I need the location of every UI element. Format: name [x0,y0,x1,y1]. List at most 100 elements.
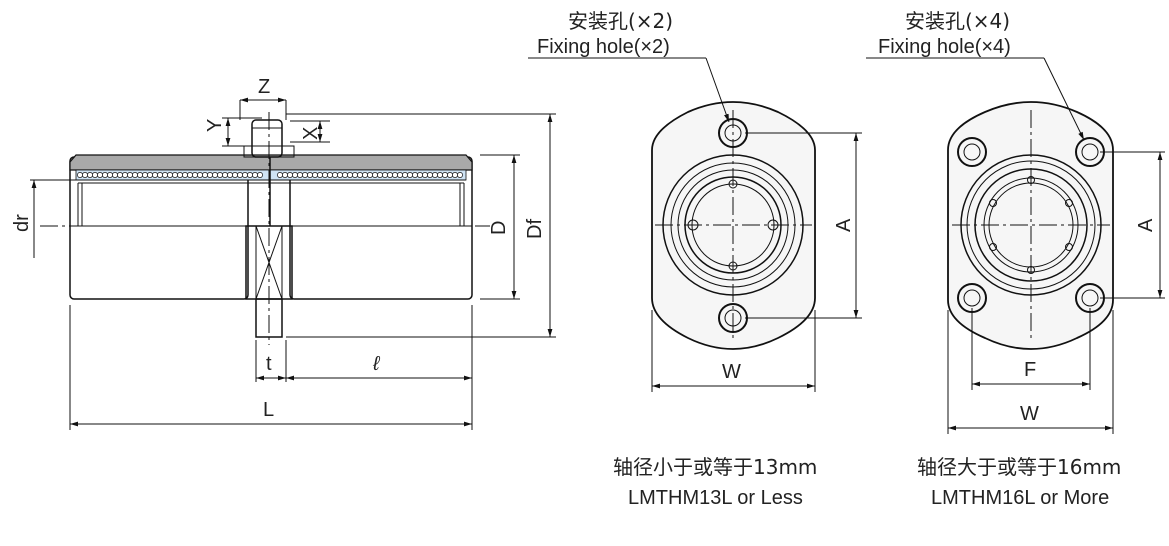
bearing-ball [217,172,223,178]
dim-label-x: X [300,127,322,140]
bearing-ball [332,172,338,178]
bearing-ball [82,172,88,178]
dim-label-L: L [263,399,274,421]
bearing-ball [357,172,363,178]
bearing-ball [452,172,458,178]
bearing-ball [112,172,118,178]
bearing-ball [327,172,333,178]
bearing-ball [147,172,153,178]
caption-cn-large: 轴径大于或等于16mm [917,455,1121,479]
bearing-ball [127,172,133,178]
bearing-ball [337,172,343,178]
grease-nipple [251,119,283,158]
dim-label-a-large: A [1135,218,1157,232]
bearing-ball [402,172,408,178]
side-view: Z Y X dr D Df t ℓ L [11,76,556,430]
bearing-ball [92,172,98,178]
bearing-ball [277,172,283,178]
bearing-ball [442,172,448,178]
bearing-ball [212,172,218,178]
bearing-ball [407,172,413,178]
bearing-ball [227,172,233,178]
bearing-ball [247,172,253,178]
bearing-ball [352,172,358,178]
bearing-ball [372,172,378,178]
dim-label-df: Df [524,219,546,239]
bearing-ball [257,172,263,178]
flange-outline-small [651,101,816,350]
bearing-ball [117,172,123,178]
flange-outline-large [947,101,1114,350]
bearing-ball [222,172,228,178]
bearing-ball [432,172,438,178]
bearing-ball [77,172,83,178]
bearing-ball [382,172,388,178]
bearing-ball [202,172,208,178]
front-view-two-hole: 安装孔(×2) Fixing hole(×2) A W 轴径小于或等于13mm … [528,9,862,509]
caption-cn-small: 轴径小于或等于13mm [613,455,817,479]
dim-label-d: D [488,221,510,235]
ball-row [77,172,463,178]
caption-en-large: LMTHM16L or More [931,487,1109,509]
dim-label-y: Y [204,119,226,132]
bearing-ball [417,172,423,178]
bearing-ball [422,172,428,178]
bearing-ball [242,172,248,178]
dim-label-t: t [266,353,272,375]
bearing-ball [157,172,163,178]
bearing-ball [307,172,313,178]
bearing-ball [137,172,143,178]
bearing-ball [102,172,108,178]
bearing-ball [397,172,403,178]
dim-label-dr: dr [11,214,33,232]
bearing-ball [447,172,453,178]
bearing-ball [107,172,113,178]
bearing-ball [322,172,328,178]
bearing-ball [187,172,193,178]
bearing-ball [177,172,183,178]
bearing-ball [287,172,293,178]
bearing-ball [162,172,168,178]
bearing-ball [297,172,303,178]
fixing-hole-en-large: Fixing hole(×4) [878,36,1011,58]
bearing-ball [387,172,393,178]
bearing-ball [427,172,433,178]
bearing-ball [122,172,128,178]
bearing-ball [292,172,298,178]
bearing-ball [457,172,463,178]
bearing-ball [282,172,288,178]
front-view-four-hole: 安装孔(×4) Fixing hole(×4) A F W 轴径大于或等于16m… [866,9,1165,509]
bearing-ball [392,172,398,178]
bearing-ball [362,172,368,178]
fixing-hole-en-small: Fixing hole(×2) [537,36,670,58]
bearing-ball [252,172,258,178]
dim-label-z: Z [258,76,270,98]
bearing-ball [172,172,178,178]
bearing-ball [192,172,198,178]
fixing-hole-top-left [957,137,987,167]
bearing-ball [377,172,383,178]
bearing-ball [207,172,213,178]
dim-label-w-large: W [1020,403,1039,425]
bearing-ball [197,172,203,178]
seal-band [69,154,473,171]
bearing-ball [347,172,353,178]
dim-label-f-large: F [1024,359,1036,381]
bearing-ball [97,172,103,178]
bearing-ball [132,172,138,178]
bearing-ball [437,172,443,178]
bearing-ball [232,172,238,178]
bearing-ball [167,172,173,178]
bearing-ball [182,172,188,178]
dim-label-a-small: A [833,218,855,232]
bearing-ball [412,172,418,178]
caption-en-small: LMTHM13L or Less [628,487,803,509]
bearing-ball [87,172,93,178]
bearing-ball [152,172,158,178]
bearing-ball [317,172,323,178]
dim-label-l: ℓ [372,353,381,375]
bearing-ball [142,172,148,178]
fixing-hole-cn-large: 安装孔(×4) [905,9,1010,33]
